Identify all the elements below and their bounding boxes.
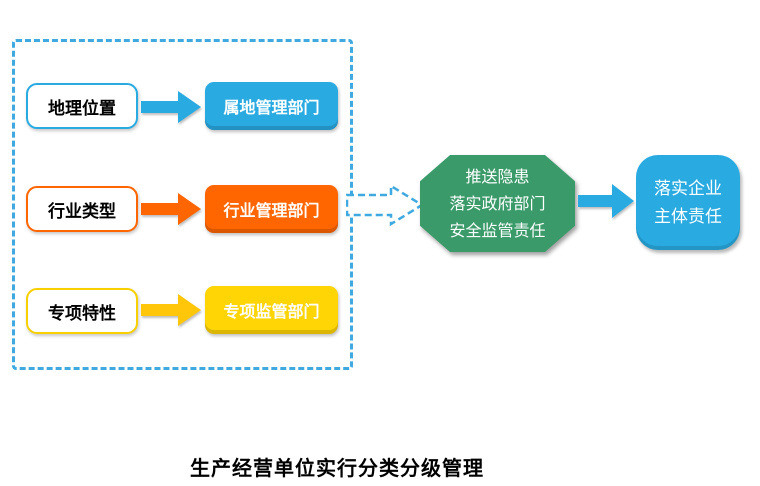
yellow-arrow-icon <box>141 294 201 326</box>
dept-label-supervision: 专项监管部门 <box>223 302 320 321</box>
factor-label-geography: 地理位置 <box>48 98 116 119</box>
hub-line-3: 安全监管责任 <box>449 221 546 240</box>
blue-arrow-icon <box>141 91 201 123</box>
factor-label-special: 专项特性 <box>48 303 116 324</box>
factor-box-geography: 地理位置 <box>26 83 138 129</box>
diagram-title: 生产经营单位实行分类分级管理 <box>190 456 484 480</box>
factor-box-special: 专项特性 <box>26 288 138 334</box>
dept-box-supervision: 专项监管部门 <box>205 286 338 334</box>
orange-arrow-icon <box>141 193 201 225</box>
result-line-1: 落实企业 <box>654 178 722 199</box>
dept-label-industry: 行业管理部门 <box>223 201 320 220</box>
factor-box-industry: 行业类型 <box>26 186 138 232</box>
hub-octagon: 推送隐患 落实政府部门 安全监管责任 <box>420 155 575 252</box>
dept-label-territorial: 属地管理部门 <box>223 98 320 117</box>
dept-box-industry: 行业管理部门 <box>205 185 338 233</box>
hub-line-2: 落实政府部门 <box>449 194 546 213</box>
result-line-2: 主体责任 <box>654 206 722 227</box>
hub-line-1: 推送隐患 <box>465 167 530 186</box>
dashed-arrow-icon <box>346 184 425 227</box>
factor-label-industry: 行业类型 <box>48 201 116 222</box>
blue-arrow-out-icon <box>578 184 634 218</box>
dept-box-territorial: 属地管理部门 <box>205 82 338 130</box>
result-box: 落实企业 主体责任 <box>636 155 740 250</box>
hub-octagon-shape: 推送隐患 落实政府部门 安全监管责任 <box>420 155 575 252</box>
